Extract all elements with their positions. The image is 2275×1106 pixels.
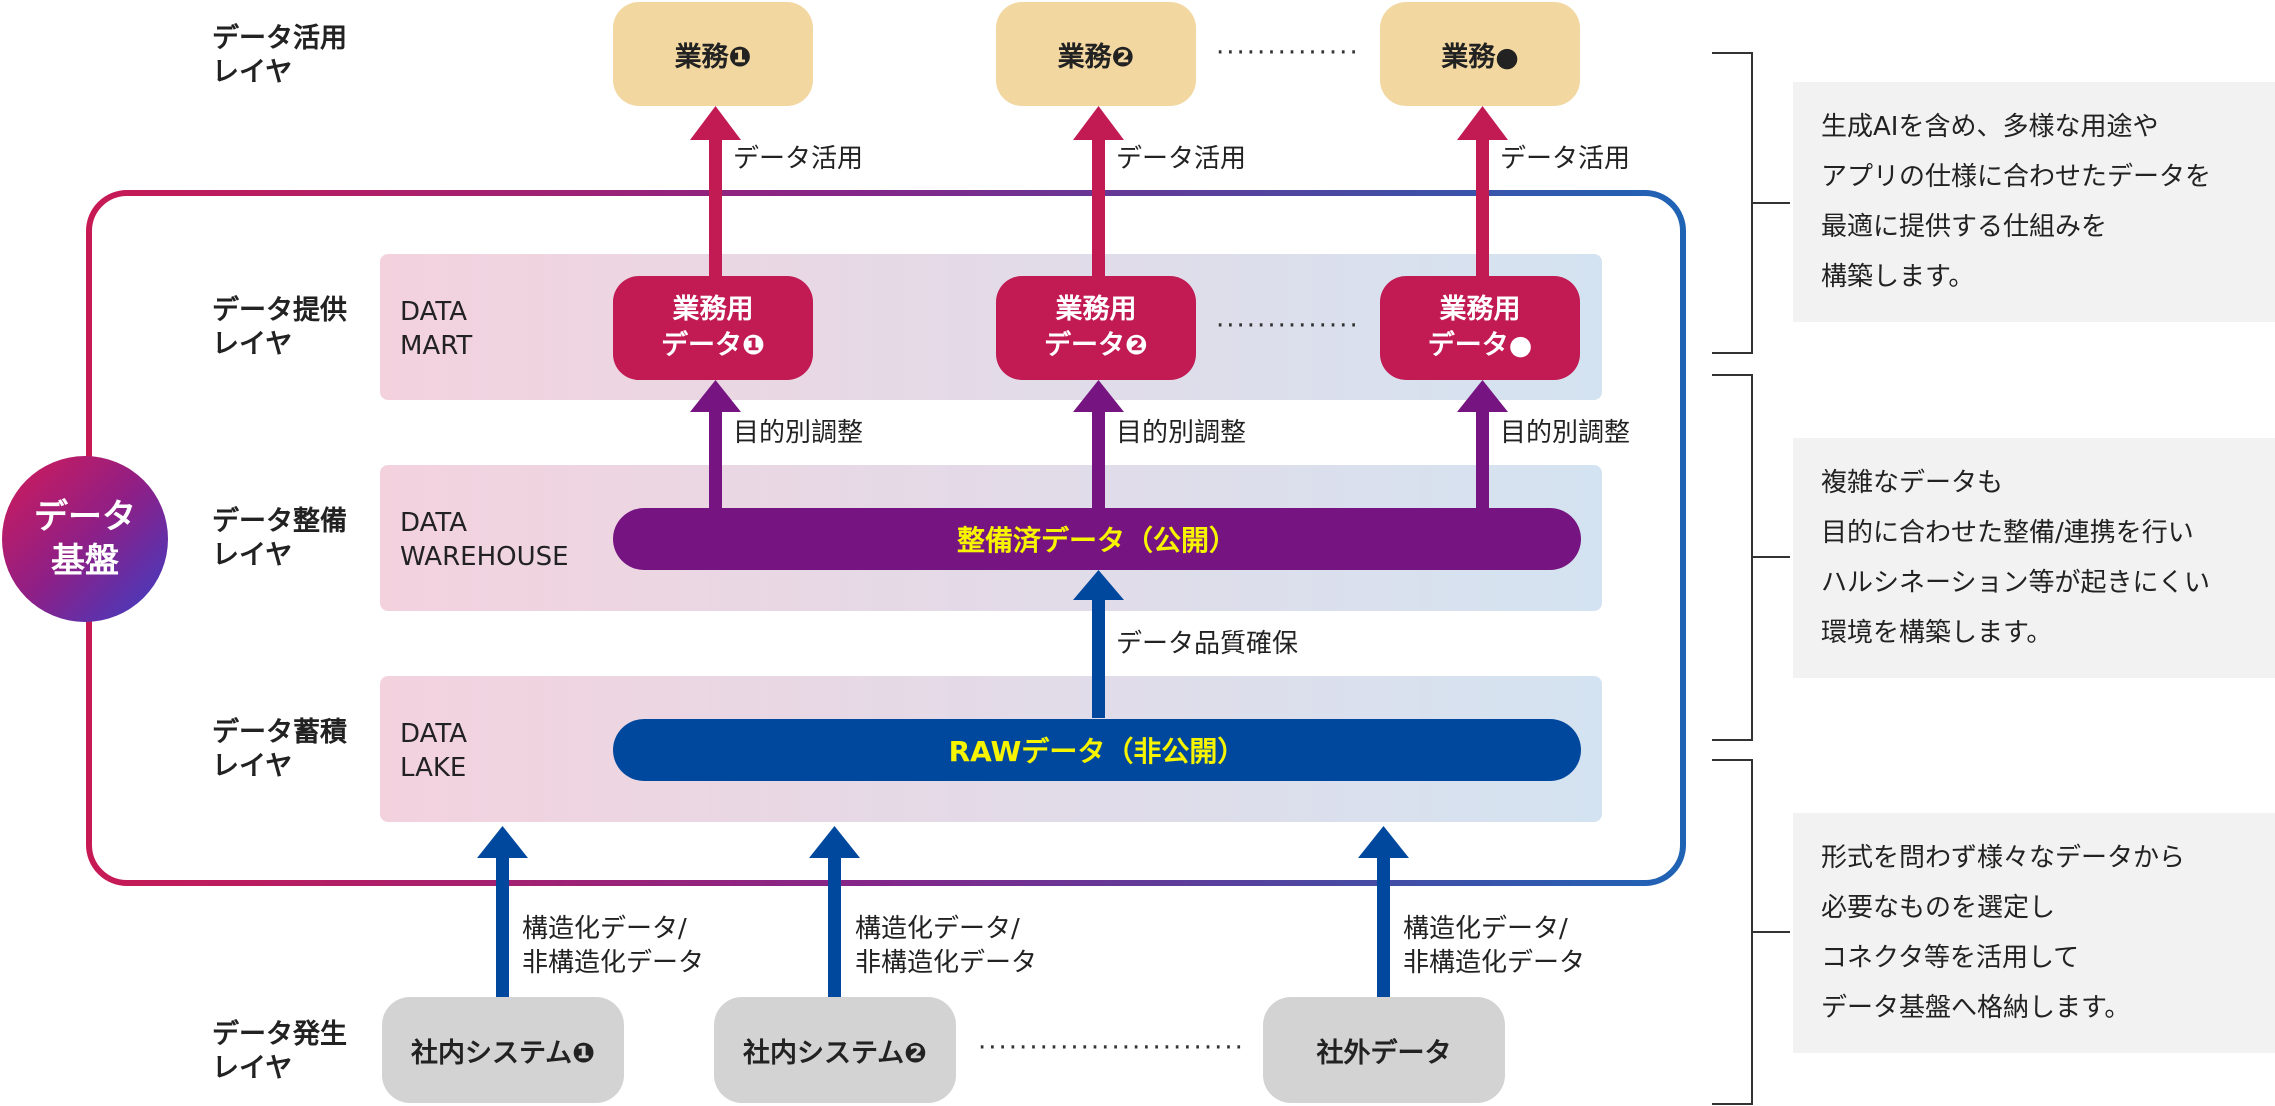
bracket-top	[1712, 52, 1790, 354]
layer-label-origin: データ発生レイヤ	[212, 1019, 347, 1084]
business-data-box-3: 業務用データ●	[1380, 276, 1580, 380]
note-provide: 生成AIを含め、多様な用途やアプリの仕様に合わせたデータを最適に提供する仕組みを…	[1793, 82, 2275, 322]
edge-label-ingest-1: 構造化データ/非構造化データ	[522, 914, 705, 978]
arrow-usage-1	[690, 106, 741, 276]
arrow-adjust-2	[1073, 380, 1124, 508]
edge-label-quality: データ品質確保	[1116, 629, 1299, 659]
business-data-box-2: 業務用データ❷	[996, 276, 1196, 380]
layer-label-provide: データ提供レイヤ	[212, 295, 347, 360]
platform-badge: データ基盤	[2, 456, 168, 622]
note-store: 形式を問わず様々なデータから必要なものを選定しコネクタ等を活用してデータ基盤へ格…	[1793, 813, 2275, 1053]
business-box-1: 業務❶	[613, 2, 813, 106]
business-data-box-1: 業務用データ❶	[613, 276, 813, 380]
note-maintain: 複雑なデータも目的に合わせた整備/連携を行いハルシネーション等が起きにくい環境を…	[1793, 438, 2275, 678]
edge-label-adjust-2: 目的別調整	[1116, 418, 1247, 448]
raw-data-bar: RAWデータ（非公開）	[613, 719, 1581, 781]
edge-label-usage-3: データ活用	[1500, 144, 1631, 174]
arrow-ingest-2	[809, 826, 860, 998]
arrow-usage-3	[1457, 106, 1508, 276]
arrow-usage-2	[1073, 106, 1124, 276]
arrow-adjust-1	[690, 380, 741, 508]
arrow-adjust-3	[1457, 380, 1508, 508]
business-box-3: 業務●	[1380, 2, 1580, 106]
warehouse-data-bar: 整備済データ（公開）	[613, 508, 1581, 570]
edge-label-usage-2: データ活用	[1116, 144, 1247, 174]
arrow-quality	[1073, 570, 1124, 718]
bracket-bottom	[1712, 759, 1790, 1105]
arrow-ingest-3	[1358, 826, 1409, 998]
source-box-2: 社内システム❷	[714, 997, 956, 1103]
edge-label-adjust-3: 目的別調整	[1500, 418, 1631, 448]
business-box-2: 業務❷	[996, 2, 1196, 106]
business-data-ellipsis: ··············	[1216, 311, 1360, 341]
edge-label-usage-1: データ活用	[733, 144, 864, 174]
edge-label-ingest-3: 構造化データ/非構造化データ	[1403, 914, 1586, 978]
arrow-ingest-1	[477, 826, 528, 998]
edge-label-ingest-2: 構造化データ/非構造化データ	[855, 914, 1038, 978]
edge-label-adjust-1: 目的別調整	[733, 418, 864, 448]
source-box-1: 社内システム❶	[382, 997, 624, 1103]
business-ellipsis: ··············	[1216, 38, 1360, 68]
layer-label-maintain: データ整備レイヤ	[212, 506, 347, 571]
layer-label-usage: データ活用レイヤ	[212, 23, 347, 88]
source-ellipsis: ··························	[978, 1033, 1245, 1063]
source-box-3: 社外データ	[1263, 997, 1505, 1103]
bracket-middle	[1712, 374, 1790, 741]
layer-label-store: データ蓄積レイヤ	[212, 717, 347, 782]
